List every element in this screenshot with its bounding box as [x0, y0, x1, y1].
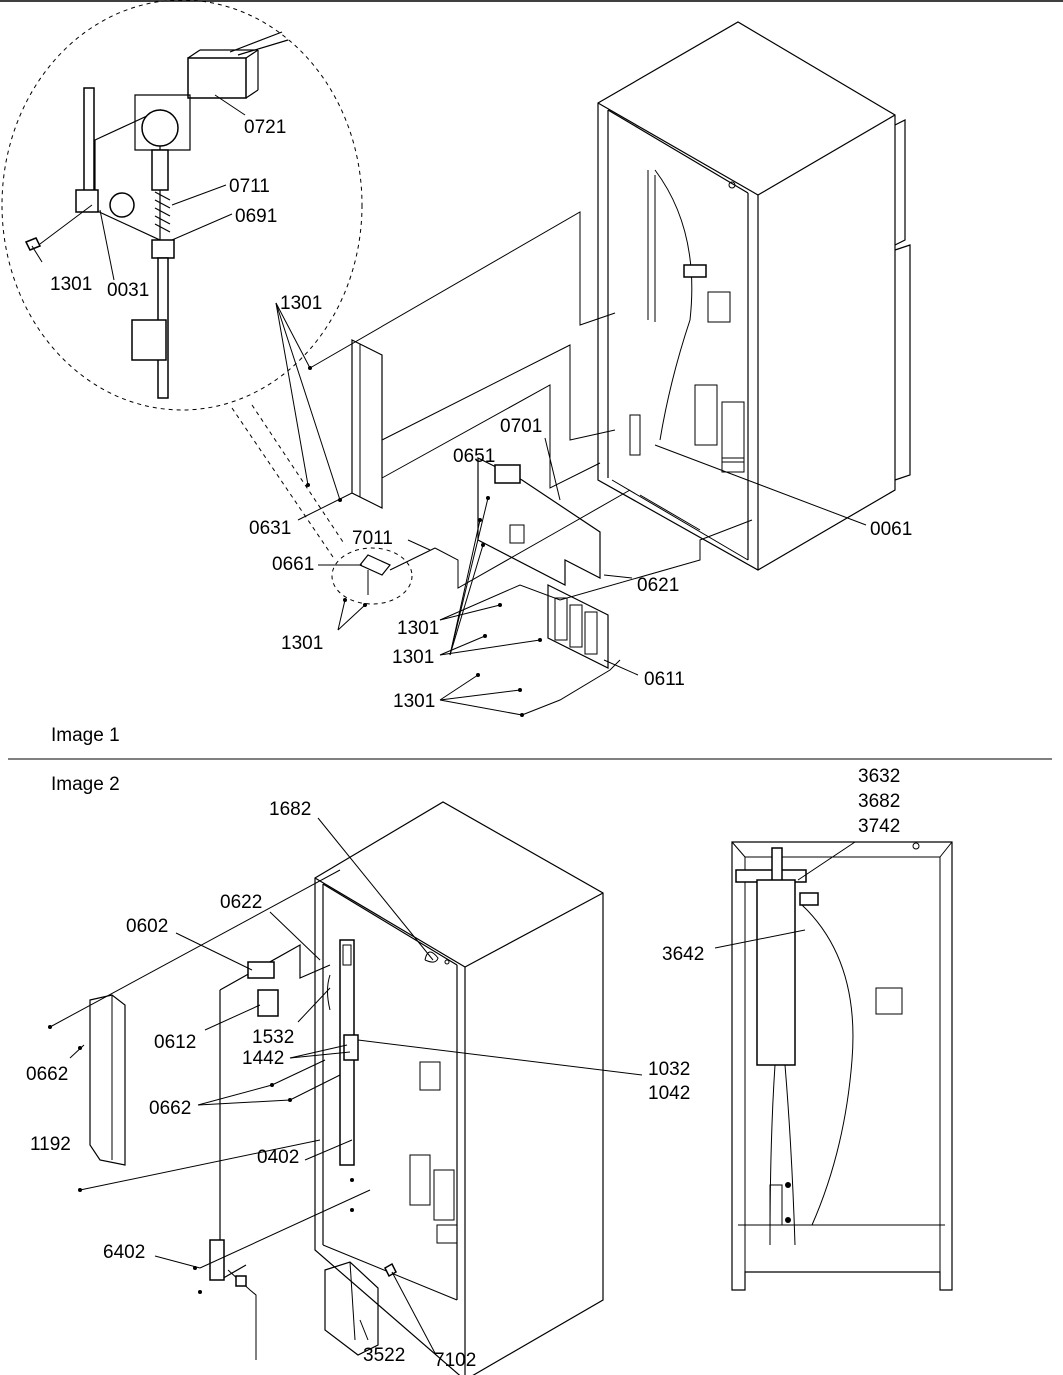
label-1301-c: 1301 — [281, 633, 323, 654]
label-3642: 3642 — [662, 944, 704, 965]
label-0691: 0691 — [235, 206, 277, 227]
label-3682: 3682 — [858, 791, 900, 812]
label-1301-detail: 1301 — [50, 274, 92, 295]
label-7011: 7011 — [352, 528, 393, 549]
part-0612 — [257, 989, 279, 1017]
label-0721: 0721 — [244, 117, 286, 138]
label-0402: 0402 — [257, 1147, 299, 1168]
label-0661: 0661 — [272, 554, 314, 575]
label-1301-a: 1301 — [280, 293, 322, 314]
label-3522: 3522 — [363, 1345, 405, 1366]
panel-0631 — [351, 339, 383, 509]
label-0701: 0701 — [500, 416, 542, 437]
cabinet-rear — [597, 21, 911, 571]
bracket-0621 — [477, 457, 601, 586]
label-0611: 0611 — [644, 669, 685, 690]
label-1532: 1532 — [252, 1027, 294, 1048]
image2-caption: Image 2 — [51, 774, 120, 795]
label-0622: 0622 — [220, 892, 262, 913]
label-6402: 6402 — [103, 1242, 145, 1263]
label-1192: 1192 — [30, 1134, 71, 1155]
label-3632: 3632 — [858, 766, 900, 787]
label-1442: 1442 — [242, 1048, 284, 1069]
label-0651: 0651 — [453, 446, 495, 467]
label-0631: 0631 — [249, 518, 291, 539]
label-0061: 0061 — [870, 519, 912, 540]
label-1301-e: 1301 — [393, 691, 435, 712]
label-0711: 0711 — [229, 176, 270, 197]
image1-caption: Image 1 — [51, 725, 120, 746]
label-0602: 0602 — [126, 916, 168, 937]
panel-1192 — [89, 994, 126, 1166]
part-0661 — [331, 547, 436, 605]
label-3742: 3742 — [858, 816, 900, 837]
image2-assembly: Image 2 — [26, 766, 953, 1375]
label-0662-b: 0662 — [149, 1098, 191, 1119]
detail-circle — [1, 0, 363, 411]
label-1032: 1032 — [648, 1059, 690, 1080]
cabinet-rear-2 — [314, 801, 604, 1375]
label-1682: 1682 — [269, 799, 311, 820]
image1-assembly: 0721 0711 0691 1301 0031 1301 0701 0651 … — [1, 0, 912, 746]
label-1301-b: 1301 — [397, 618, 439, 639]
label-1042: 1042 — [648, 1083, 690, 1104]
part-0602 — [247, 961, 275, 979]
grille-0611 — [547, 584, 609, 669]
label-1301-d: 1301 — [392, 647, 434, 668]
label-0612: 0612 — [154, 1032, 196, 1053]
valve-detail — [24, 31, 289, 399]
label-0031: 0031 — [107, 280, 149, 301]
cover-3522 — [324, 1261, 379, 1356]
side-view — [731, 841, 953, 1291]
label-7102: 7102 — [434, 1350, 476, 1371]
label-0662-a: 0662 — [26, 1064, 68, 1085]
screws-2 — [48, 1025, 354, 1294]
label-0621: 0621 — [637, 575, 679, 596]
